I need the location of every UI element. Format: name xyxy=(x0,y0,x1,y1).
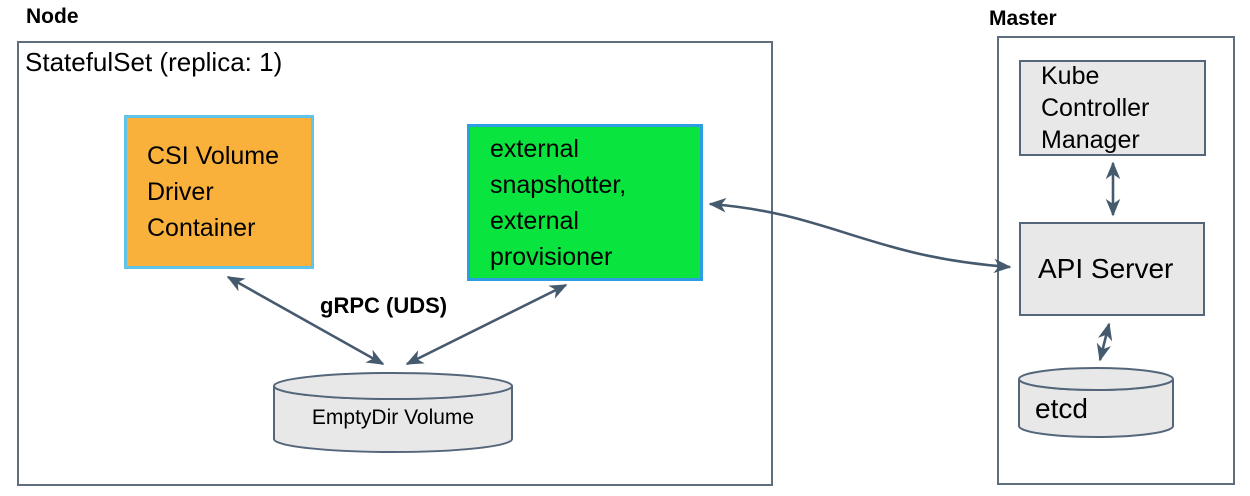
node-title: Node xyxy=(26,5,79,28)
csi-volume-driver-box: CSI Volume Driver Container xyxy=(124,115,314,269)
api-server-label: API Server xyxy=(1038,253,1174,284)
kube-controller-manager-label: Kube Controller Manager xyxy=(1041,62,1150,154)
csi-volume-driver-label: CSI Volume Driver Container xyxy=(147,142,280,242)
grpc-uds-label: gRPC (UDS) xyxy=(320,293,448,318)
external-sidecars-box: external snapshotter, external provision… xyxy=(467,124,703,281)
external-sidecars-label: external snapshotter, external provision… xyxy=(490,134,627,271)
master-title: Master xyxy=(989,7,1057,30)
kube-controller-manager-box: Kube Controller Manager xyxy=(1019,60,1206,156)
etcd-label: etcd xyxy=(1035,393,1088,424)
statefulset-label: StatefulSet (replica: 1) xyxy=(25,47,283,77)
api-server-box: API Server xyxy=(1019,222,1205,316)
emptydir-volume-label: EmptyDir Volume xyxy=(311,406,475,429)
